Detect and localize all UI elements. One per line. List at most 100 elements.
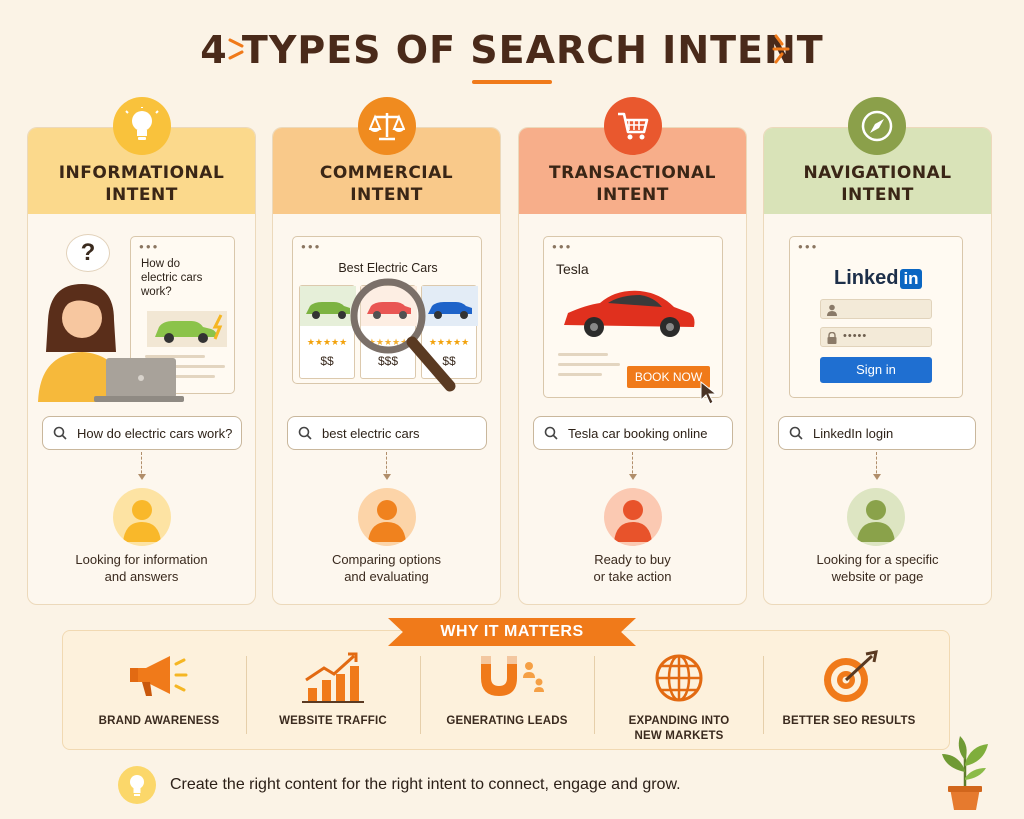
search-bar[interactable]: best electric cars [287, 416, 487, 450]
question-bubble-icon: ? [66, 234, 110, 272]
desc-line: Comparing options [331, 552, 442, 567]
cursor-icon [700, 380, 718, 405]
desc-line: Ready to buy [594, 552, 671, 567]
rating-stars: ★★★★★ [306, 337, 348, 347]
window-dots: ●●● [552, 242, 573, 251]
price-label: $$ [320, 354, 334, 368]
benefit-item [74, 650, 244, 707]
label-line: BETTER SEO RESULTS [782, 715, 916, 727]
woman-with-laptop-illustration [38, 284, 184, 402]
search-query: Tesla car booking online [568, 425, 708, 441]
flow-arrow [876, 452, 877, 478]
magnifying-glass-icon [350, 278, 456, 392]
divider [420, 656, 421, 734]
card-heading-line2: INTENT [596, 185, 669, 205]
search-icon [544, 426, 558, 440]
user-icon [827, 304, 837, 316]
red-car-icon [564, 290, 695, 337]
search-icon [789, 426, 803, 440]
footer-tagline: Create the right content for the right i… [170, 776, 681, 793]
benefit-label: GENERATING LEADS [422, 714, 592, 729]
browser-title: Best Electric Cars [338, 261, 438, 275]
flow-arrow [632, 452, 633, 478]
desc-line: Looking for a specific [816, 552, 939, 567]
price-label: $$ [442, 354, 456, 368]
target-icon [824, 650, 878, 702]
megaphone-icon [130, 656, 188, 696]
flow-arrow [386, 452, 387, 478]
browser-line: work? [141, 286, 172, 298]
user-avatar [847, 488, 905, 546]
lightbulb-icon [118, 766, 156, 804]
flow-arrow-tip [629, 474, 637, 480]
desc-line: and evaluating [344, 569, 429, 584]
label-line: BRAND AWARENESS [98, 715, 220, 727]
intent-description: Comparing options and evaluating [272, 551, 501, 585]
flow-arrow-tip [138, 474, 146, 480]
card-heading-line2: INTENT [105, 185, 178, 205]
username-field[interactable] [820, 299, 932, 319]
password-field[interactable]: ••••• [820, 327, 932, 347]
card-heading-line1: COMMERCIAL [319, 163, 454, 183]
rating-stars: ★★★★★ [428, 337, 470, 347]
benefit-item [248, 650, 418, 711]
product-tile: ★★★★★ $$$ [360, 285, 417, 379]
browser-line: How do [141, 258, 180, 270]
desc-line: website or page [831, 569, 924, 584]
desc-line: or take action [593, 569, 672, 584]
search-query: How do electric cars work? [77, 425, 233, 441]
product-tile: ★★★★★ $$ [299, 285, 356, 379]
flow-arrow [141, 452, 142, 478]
search-icon [298, 426, 312, 440]
benefit-item [422, 650, 592, 711]
logo-in-badge: in [900, 269, 922, 289]
benefit-label: BRAND AWARENESS [74, 714, 244, 729]
user-avatar [113, 488, 171, 546]
green-car-icon [147, 311, 227, 347]
scales-icon [358, 97, 416, 155]
why-it-matters-badge: WHY IT MATTERS [388, 618, 636, 646]
info-browser-window: ●●● How do electric cars work? [130, 236, 235, 394]
text-line [145, 375, 215, 378]
search-icon [53, 426, 67, 440]
flow-arrow-tip [873, 474, 881, 480]
text-line [558, 363, 620, 366]
logo-text: Linked [834, 267, 899, 289]
search-bar[interactable]: How do electric cars work? [42, 416, 242, 450]
right-spark-icon [772, 34, 790, 64]
growth-chart-icon [302, 652, 364, 703]
user-avatar [604, 488, 662, 546]
benefit-label: EXPANDING INTO NEW MARKETS [594, 714, 764, 744]
intent-description: Looking for information and answers [27, 551, 256, 585]
benefit-item [764, 650, 934, 711]
book-now-button[interactable]: BOOK NOW [627, 366, 710, 388]
benefit-label: WEBSITE TRAFFIC [248, 714, 418, 729]
compass-icon [848, 97, 906, 155]
sign-in-button[interactable]: Sign in [820, 357, 932, 383]
lock-icon [827, 332, 837, 344]
card-heading-line1: INFORMATIONAL [58, 163, 225, 183]
text-line [558, 373, 602, 376]
blue-car-icon [422, 286, 478, 326]
search-query: best electric cars [322, 425, 420, 441]
divider [763, 656, 764, 734]
card-heading-line1: TRANSACTIONAL [548, 163, 717, 183]
left-spark-icon [228, 38, 244, 60]
search-bar[interactable]: Tesla car booking online [533, 416, 733, 450]
text-line [558, 353, 608, 356]
text-line [145, 365, 225, 368]
green-car-icon [300, 286, 356, 326]
browser-line: electric cars [141, 272, 203, 284]
password-mask: ••••• [843, 330, 868, 342]
price-label: $$$ [377, 354, 399, 368]
magnet-icon [481, 656, 544, 696]
benefit-label: BETTER SEO RESULTS [764, 714, 934, 729]
card-heading-line2: INTENT [841, 185, 914, 205]
label-line: EXPANDING INTO [628, 715, 730, 727]
search-bar[interactable]: LinkedIn login [778, 416, 976, 450]
divider [246, 656, 247, 734]
rating-stars: ★★★★★ [361, 337, 415, 348]
globe-icon [655, 654, 703, 702]
